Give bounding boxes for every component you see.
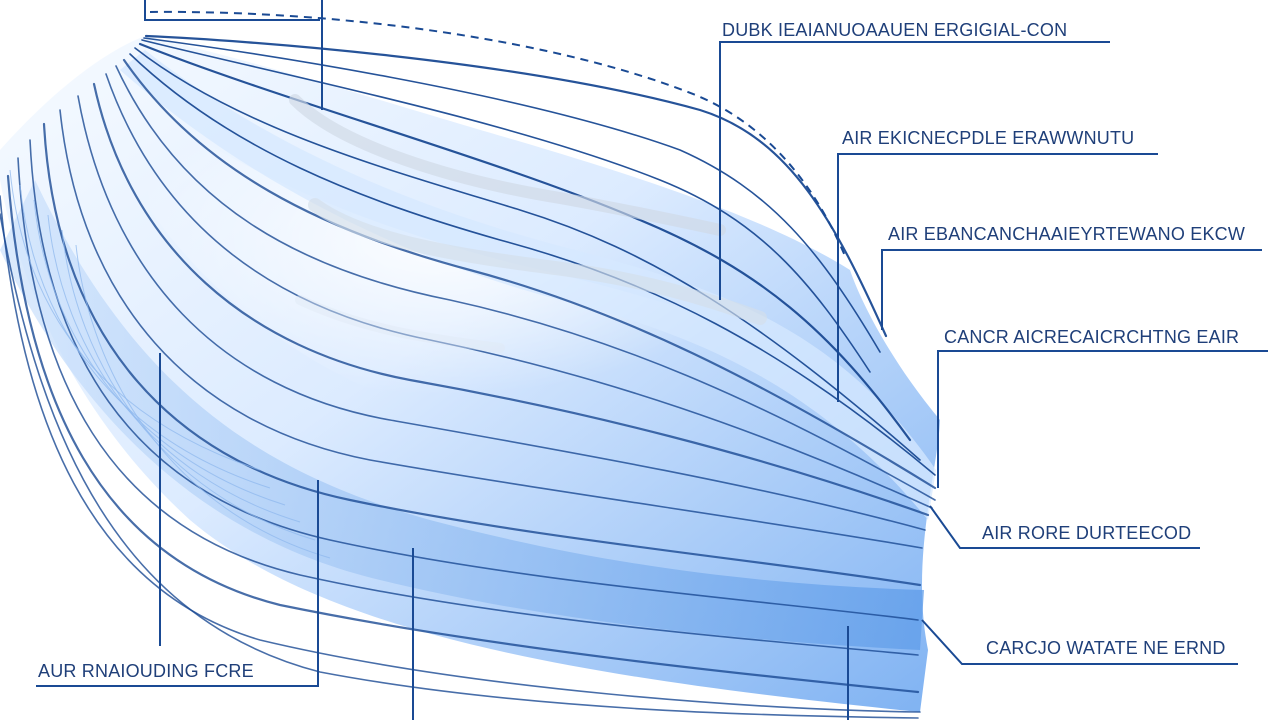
label-7: AUR RNAIOUDING FCRE [38,661,254,681]
leader-lines [36,0,1268,720]
leader-line-13 [149,10,846,257]
foam-streak-upper [289,94,726,236]
leader-line-5 [929,505,1200,549]
label-5: AIR RORE DURTEECOD [982,523,1191,543]
label-2: AIR EKICNECPDLE ERAWWNUTU [842,128,1134,148]
leader-line-2 [837,153,1158,402]
flow-line-12 [59,109,923,549]
flow-line-18 [0,213,919,719]
fine-flow-line-2 [19,184,271,489]
fine-flow-line-4 [47,214,301,523]
flow-line-13 [42,122,922,587]
flow-line-7 [122,58,937,490]
foam-streak-middle [308,198,767,325]
flow-line-16 [6,174,920,694]
leader-line-11 [144,0,320,21]
flow-line-8 [115,65,936,501]
leader-line-1 [719,41,1110,300]
flow-line-5 [134,47,921,461]
label-1: DUBK IEAIANUOAAUEN ERGIGIAL-CON [722,20,1067,40]
flow-line-6 [129,53,936,476]
upper-band-fill [120,50,936,520]
label-4: CANCR AICRECAICRCHTNG EAIR [944,327,1239,347]
leader-line-8 [36,480,319,687]
flow-line-2 [143,37,881,353]
foam-streak-lower [295,295,505,353]
fine-flow-line-6 [75,244,331,559]
label-6: CARCJO WATATE NE ERND [986,638,1226,658]
flow-line-17 [0,195,921,713]
foam-streaks [289,94,767,353]
flow-line-11 [77,95,926,531]
flow-line-15 [17,157,919,656]
flow-line-14 [29,139,919,621]
flow-line-3 [141,39,871,373]
label-3: AIR EBANCANCHAAIEYRTEWANO EKCW [888,224,1245,244]
leader-line-6 [921,619,1238,665]
fine-flow-line-5 [61,229,316,541]
fine-flow-line-1 [9,169,261,471]
leader-line-3 [881,249,1262,330]
flow-line-10 [92,82,930,517]
flow-line-9 [105,73,933,509]
fine-flow-line-3 [33,199,286,506]
labels: DUBK IEAIANUOAAUEN ERGIGIAL-CON AIR EKIC… [38,20,1245,681]
lower-band-fill [0,180,924,650]
leader-line-4 [937,350,1268,488]
